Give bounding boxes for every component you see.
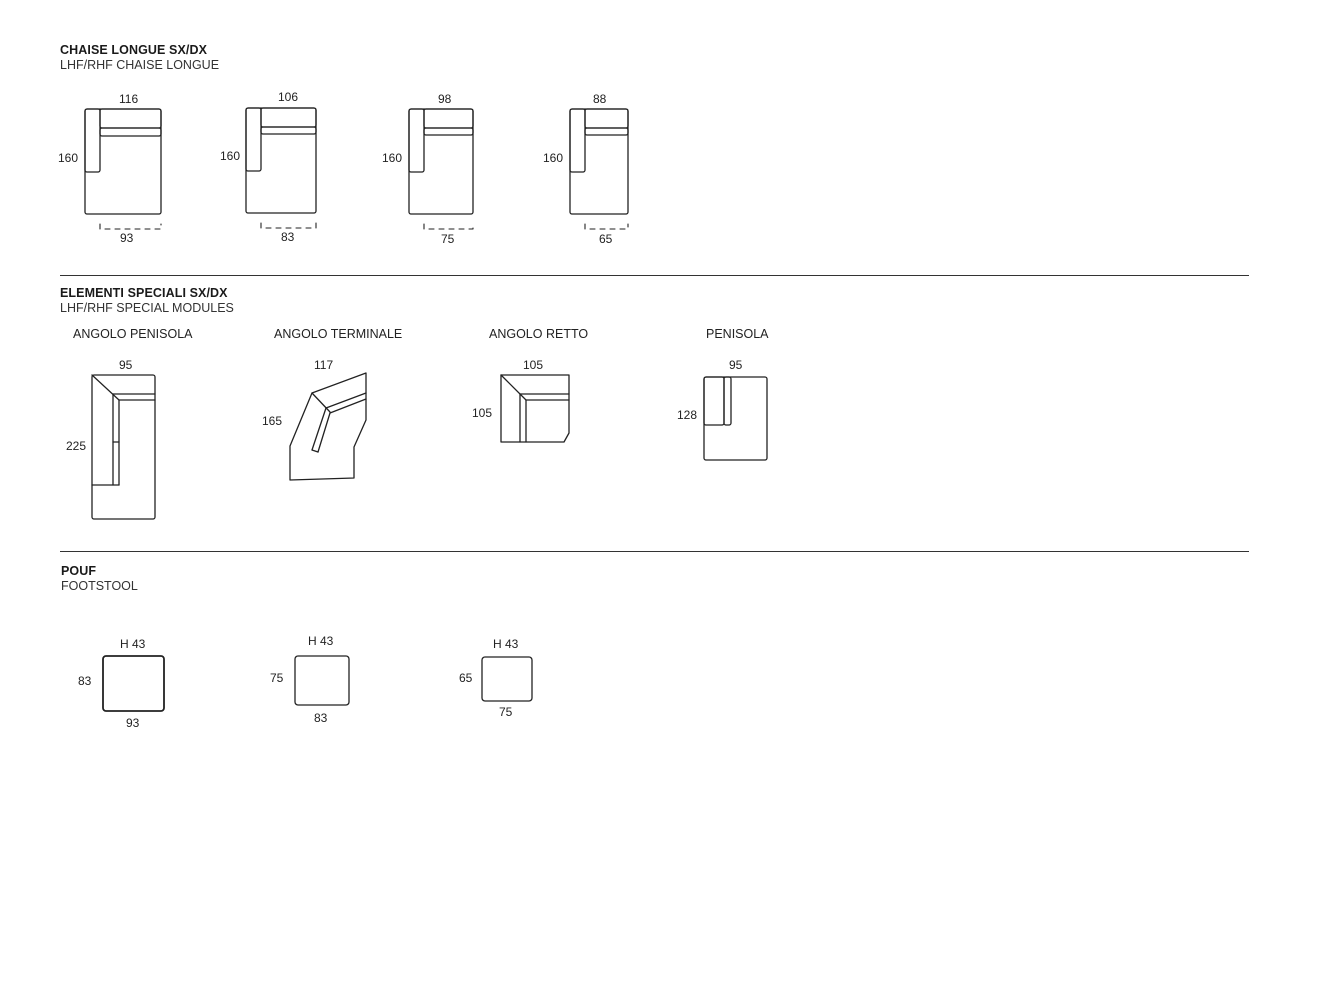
pouf-3-width: 75 xyxy=(499,705,513,719)
chaise-3-depth: 160 xyxy=(382,151,403,165)
pouf-1-depth: 83 xyxy=(78,674,92,688)
pouf-drawing-1 xyxy=(102,655,165,712)
chaise-2-seat: 83 xyxy=(281,230,295,244)
pouf-3-depth: 65 xyxy=(459,671,473,685)
chaise-section-title: CHAISE LONGUE SX/DX xyxy=(60,43,208,57)
chaise-section-subtitle: LHF/RHF CHAISE LONGUE xyxy=(60,58,220,72)
chaise-1-width: 116 xyxy=(119,92,139,106)
chaise-2-width: 106 xyxy=(278,90,299,104)
chaise-3-width: 98 xyxy=(438,92,452,106)
chaise-4-width: 88 xyxy=(593,92,607,106)
angolo-penisola-width: 95 xyxy=(119,358,133,372)
pouf-section-subtitle: FOOTSTOOL xyxy=(61,579,138,593)
pouf-3-height: H 43 xyxy=(493,637,519,651)
chaise-4-seat: 65 xyxy=(599,232,613,246)
chaise-longue-drawing-4 xyxy=(569,108,629,230)
angolo-penisola-label: ANGOLO PENISOLA xyxy=(73,327,193,341)
section-divider-1 xyxy=(60,275,1249,276)
angolo-penisola-depth: 225 xyxy=(66,439,87,453)
pouf-2-width: 83 xyxy=(314,711,328,725)
penisola-label: PENISOLA xyxy=(706,327,769,341)
pouf-2-depth: 75 xyxy=(270,671,284,685)
section-divider-2 xyxy=(60,551,1249,552)
chaise-longue-drawing-3 xyxy=(408,108,474,230)
special-section-title: ELEMENTI SPECIALI SX/DX xyxy=(60,286,228,300)
angolo-terminale-width: 117 xyxy=(314,358,334,372)
penisola-depth: 128 xyxy=(677,408,698,422)
pouf-1-width: 93 xyxy=(126,716,140,730)
chaise-1-depth: 160 xyxy=(58,151,79,165)
pouf-section-title: POUF xyxy=(61,564,97,578)
pouf-drawing-2 xyxy=(294,655,350,706)
penisola-width: 95 xyxy=(729,358,743,372)
chaise-longue-drawing-1 xyxy=(84,108,162,230)
special-section-subtitle: LHF/RHF SPECIAL MODULES xyxy=(60,301,234,315)
pouf-2-height: H 43 xyxy=(308,634,334,648)
angolo-terminale-label: ANGOLO TERMINALE xyxy=(274,327,403,341)
chaise-4-depth: 160 xyxy=(543,151,564,165)
pouf-drawing-3 xyxy=(481,656,533,702)
chaise-2-depth: 160 xyxy=(220,149,241,163)
chaise-longue-drawing-2 xyxy=(245,107,317,229)
angolo-terminale-drawing xyxy=(289,372,367,481)
chaise-1-seat: 93 xyxy=(120,231,134,245)
angolo-penisola-drawing xyxy=(91,374,156,520)
penisola-drawing xyxy=(703,376,768,461)
pouf-1-height: H 43 xyxy=(120,637,146,651)
angolo-retto-width: 105 xyxy=(523,358,544,372)
angolo-retto-label: ANGOLO RETTO xyxy=(489,327,589,341)
angolo-retto-drawing xyxy=(500,374,570,443)
angolo-retto-depth: 105 xyxy=(472,406,493,420)
angolo-terminale-depth: 165 xyxy=(262,414,283,428)
chaise-3-seat: 75 xyxy=(441,232,455,246)
